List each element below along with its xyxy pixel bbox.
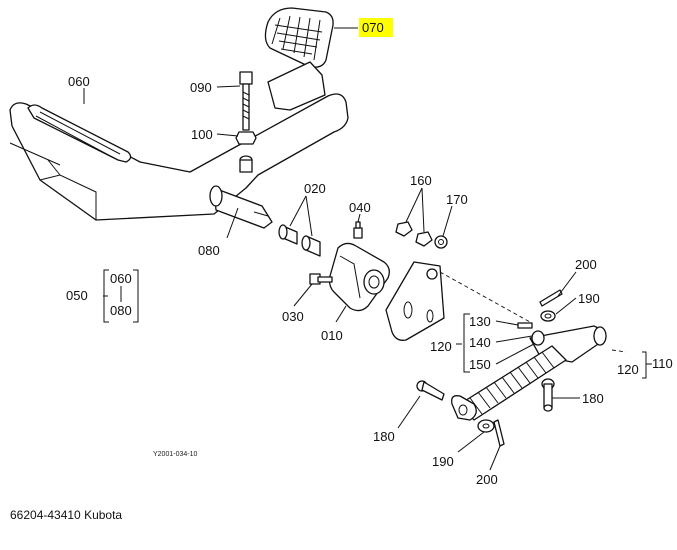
assembly-line bbox=[439, 271, 531, 323]
part-label-120-left[interactable]: 120 bbox=[430, 339, 452, 354]
shaft-part bbox=[209, 185, 273, 229]
bolt-part bbox=[239, 71, 253, 131]
washer-part bbox=[540, 310, 556, 322]
part-label-120-right[interactable]: 120 bbox=[617, 362, 639, 377]
part-label-080-group[interactable]: 080 bbox=[110, 303, 132, 318]
pin-part bbox=[517, 322, 533, 329]
part-label-200-upper[interactable]: 200 bbox=[575, 257, 597, 272]
part-label-060[interactable]: 060 bbox=[68, 74, 90, 89]
part-label-180-left[interactable]: 180 bbox=[373, 429, 395, 444]
cotter-pin-part bbox=[539, 289, 563, 307]
part-label-150[interactable]: 150 bbox=[469, 357, 491, 372]
leader-lines bbox=[83, 27, 580, 471]
group-bracket bbox=[642, 351, 652, 379]
pedal-pad-part bbox=[264, 7, 334, 68]
diagram-reference-code: Y2001-034-10 bbox=[153, 451, 197, 458]
part-label-090[interactable]: 090 bbox=[190, 80, 212, 95]
clevis-pin-part bbox=[416, 380, 445, 401]
cotter-pin-part bbox=[493, 419, 505, 447]
grease-nipple-part bbox=[353, 221, 363, 239]
part-label-190-upper[interactable]: 190 bbox=[578, 291, 600, 306]
nut-part bbox=[395, 221, 413, 237]
bracket-bolt-part bbox=[309, 273, 333, 285]
part-label-190-lower[interactable]: 190 bbox=[432, 454, 454, 469]
part-label-110[interactable]: 110 bbox=[652, 356, 673, 371]
nut-part bbox=[415, 231, 433, 247]
group-bracket bbox=[463, 313, 470, 373]
group-bracket bbox=[103, 269, 139, 323]
highlight-box bbox=[359, 18, 393, 37]
part-label-060-group[interactable]: 060 bbox=[110, 271, 132, 286]
part-label-040[interactable]: 040 bbox=[349, 200, 371, 215]
part-label-020[interactable]: 020 bbox=[304, 181, 326, 196]
part-label-030[interactable]: 030 bbox=[282, 309, 304, 324]
part-number-caption: 66204-43410 Kubota bbox=[10, 508, 123, 522]
assembly-line bbox=[611, 349, 627, 353]
part-label-080[interactable]: 080 bbox=[198, 243, 220, 258]
part-label-070[interactable]: 070 bbox=[362, 20, 384, 35]
pedal-arm-part bbox=[9, 61, 349, 221]
part-label-160[interactable]: 160 bbox=[410, 173, 432, 188]
mounting-plate-part bbox=[385, 261, 445, 341]
bracket-part bbox=[328, 242, 390, 312]
part-label-140[interactable]: 140 bbox=[469, 335, 491, 350]
bushing-part bbox=[278, 224, 298, 245]
bushing-part bbox=[301, 235, 321, 257]
washer-part bbox=[434, 235, 448, 249]
part-label-180-right[interactable]: 180 bbox=[582, 391, 604, 406]
part-label-100[interactable]: 100 bbox=[191, 127, 213, 142]
part-label-130[interactable]: 130 bbox=[469, 314, 491, 329]
clevis-pin-part bbox=[541, 378, 555, 412]
part-label-010[interactable]: 010 bbox=[321, 328, 343, 343]
rod-line bbox=[9, 142, 61, 166]
part-label-200-lower[interactable]: 200 bbox=[476, 472, 498, 487]
part-label-050[interactable]: 050 bbox=[66, 288, 88, 303]
washer-part bbox=[477, 419, 495, 433]
spring-assembly-part bbox=[451, 325, 607, 421]
arm-slot-plate-part bbox=[27, 104, 132, 163]
nut-part bbox=[235, 131, 257, 173]
part-label-170[interactable]: 170 bbox=[446, 192, 468, 207]
